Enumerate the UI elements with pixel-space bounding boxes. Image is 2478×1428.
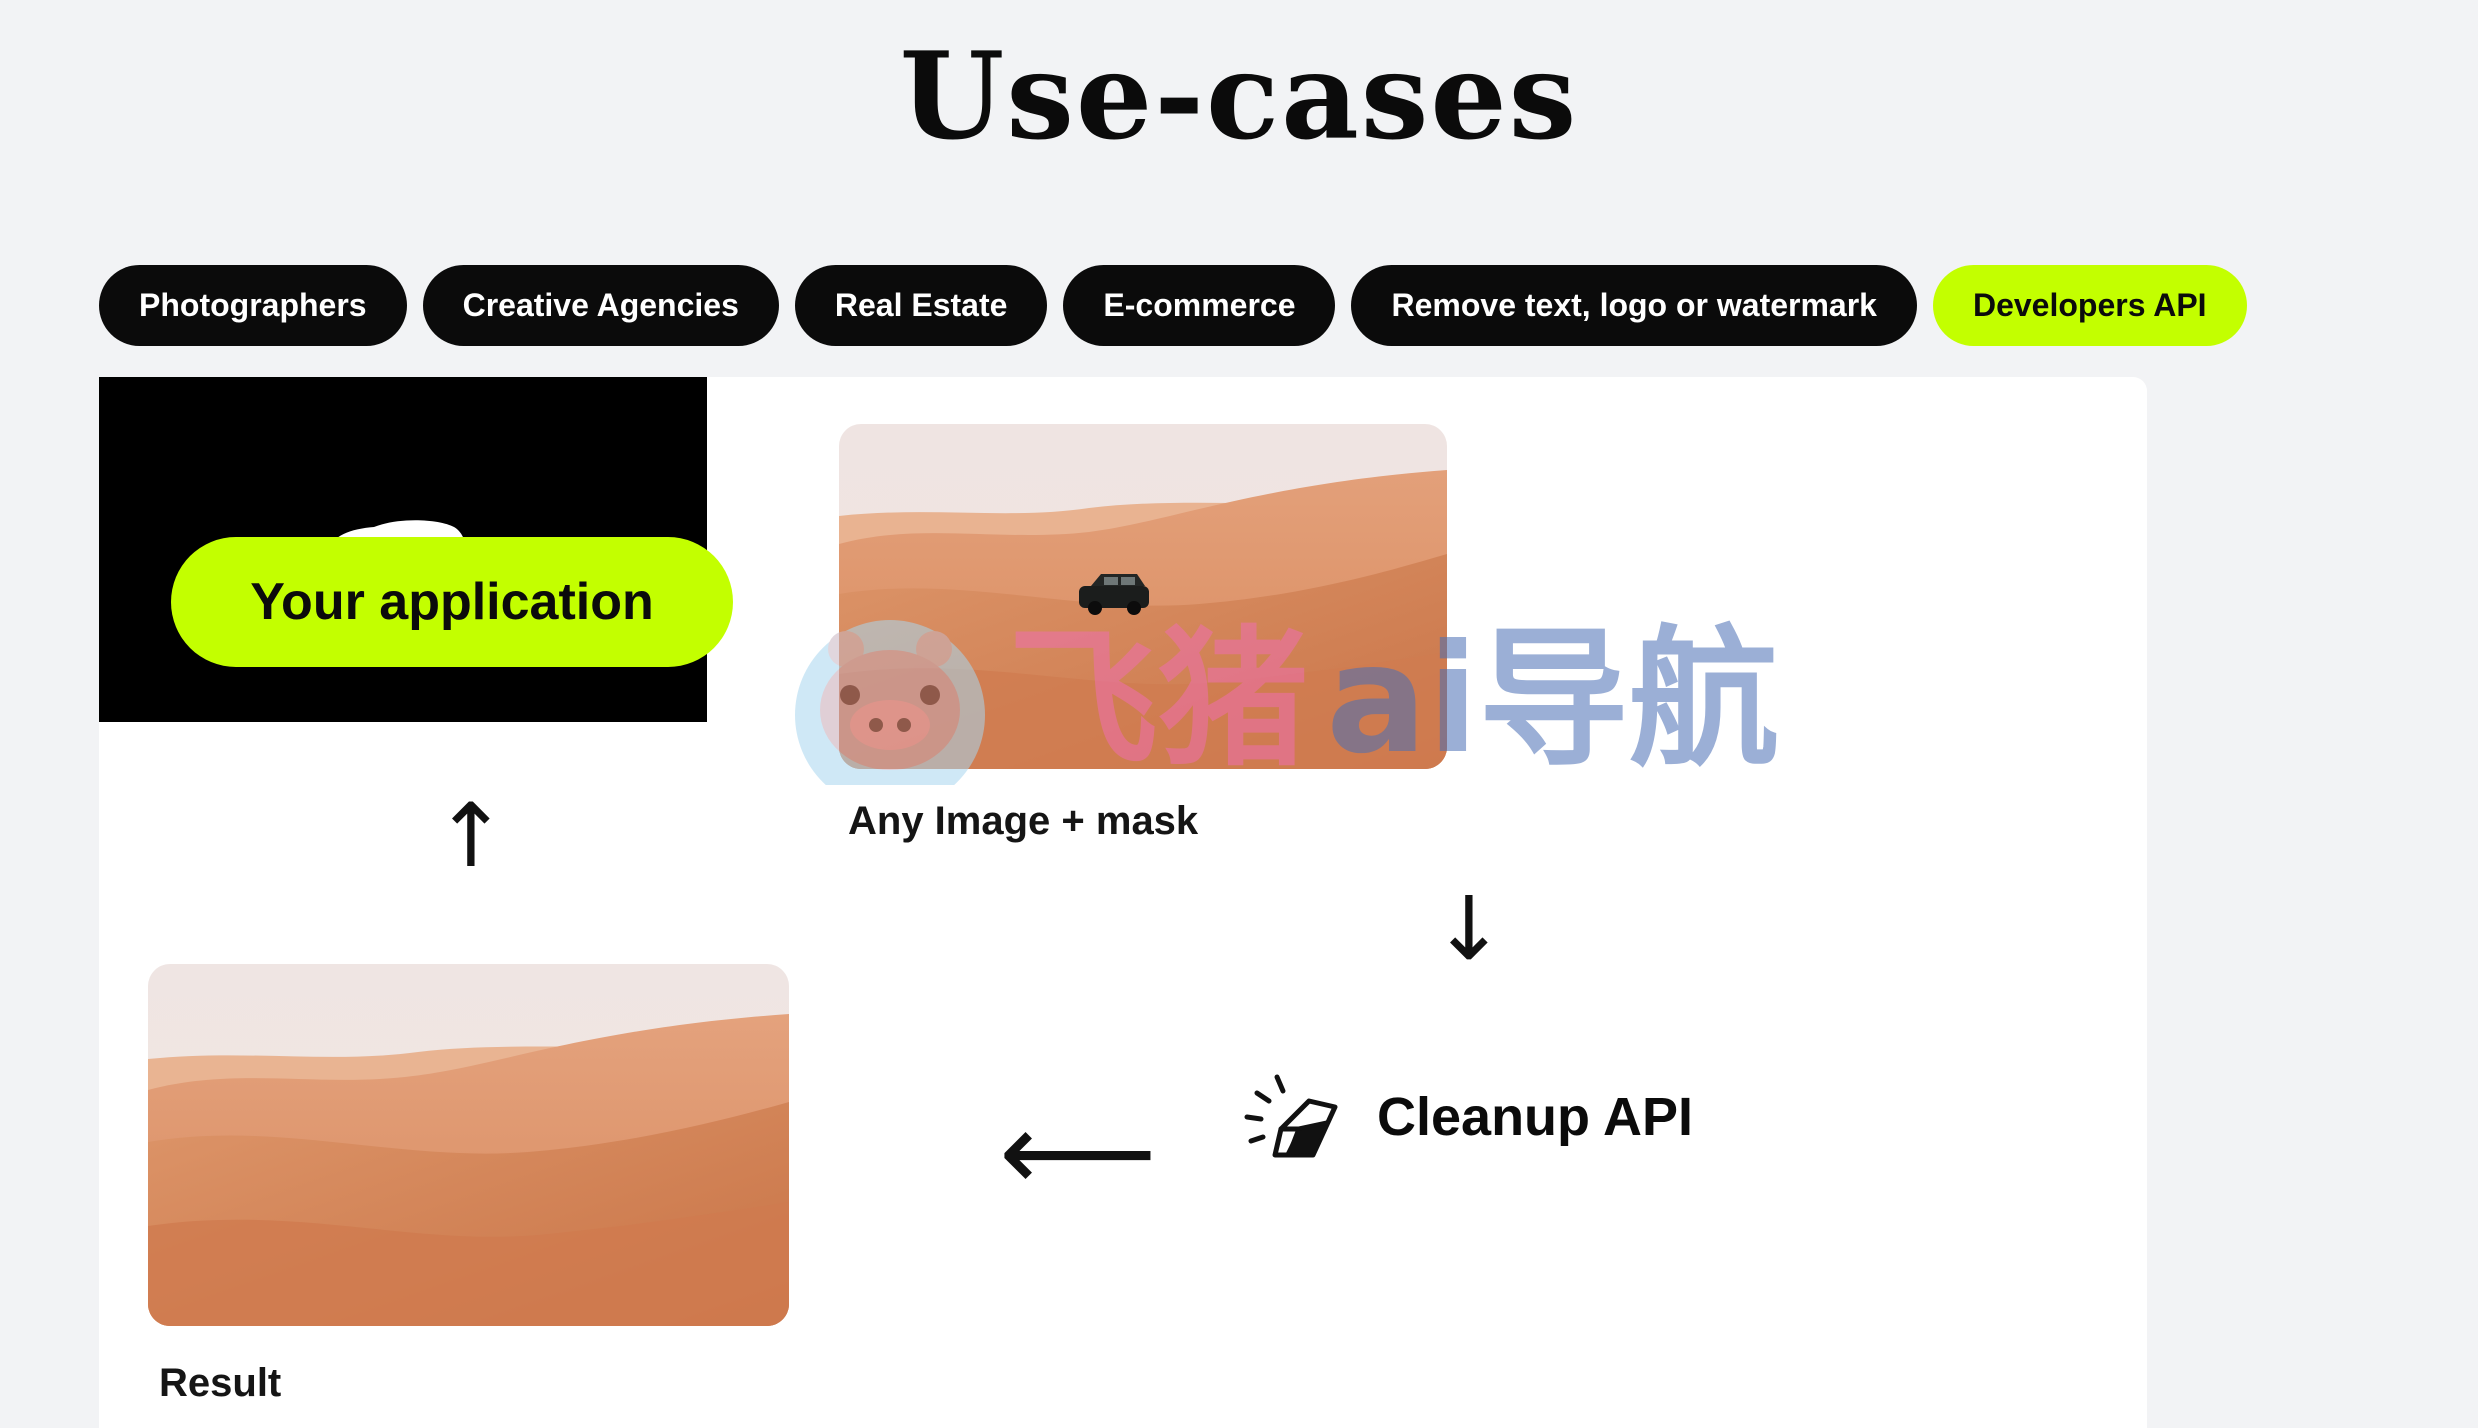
page-title-wrap: Use-cases — [0, 12, 2478, 167]
result-image — [148, 964, 789, 1326]
tab-e-commerce[interactable]: E-commerce — [1063, 265, 1336, 346]
arrow-down-icon: ↓ — [1432, 877, 1506, 980]
desert-result-image — [148, 964, 789, 1326]
arrow-left-icon: ⟵ — [999, 1088, 1157, 1216]
tab-developers-api[interactable]: Developers API — [1932, 265, 2247, 346]
source-caption: Any Image + mask — [848, 799, 1199, 843]
tab-creative-agencies[interactable]: Creative Agencies — [422, 265, 779, 346]
result-caption: Result — [159, 1361, 282, 1405]
watermark-overlay: 飞猪 ai导航 — [790, 610, 1779, 790]
watermark-text-part1: 飞猪 — [1008, 613, 1309, 787]
source-image — [839, 424, 1447, 769]
watermark-text-part2: ai导航 — [1326, 613, 1779, 787]
developers-api-diagram-card: Your application ↑ — [99, 377, 2147, 1428]
cleanup-api-block: Cleanup API — [1237, 1067, 1693, 1167]
arrow-up-icon: ↑ — [434, 784, 508, 887]
tab-real-estate[interactable]: Real Estate — [794, 265, 1048, 346]
cleanup-api-label: Cleanup API — [1377, 1087, 1694, 1147]
pig-logo-icon — [795, 620, 985, 785]
use-case-tabs: Photographers Creative Agencies Real Est… — [99, 265, 2247, 346]
tab-remove-text-logo-watermark[interactable]: Remove text, logo or watermark — [1351, 265, 1917, 346]
desert-car-image — [839, 424, 1447, 769]
your-application-pill: Your application — [171, 537, 733, 667]
eraser-icon — [1237, 1067, 1347, 1167]
page-title: Use-cases — [899, 26, 1579, 167]
tab-photographers[interactable]: Photographers — [99, 265, 407, 346]
